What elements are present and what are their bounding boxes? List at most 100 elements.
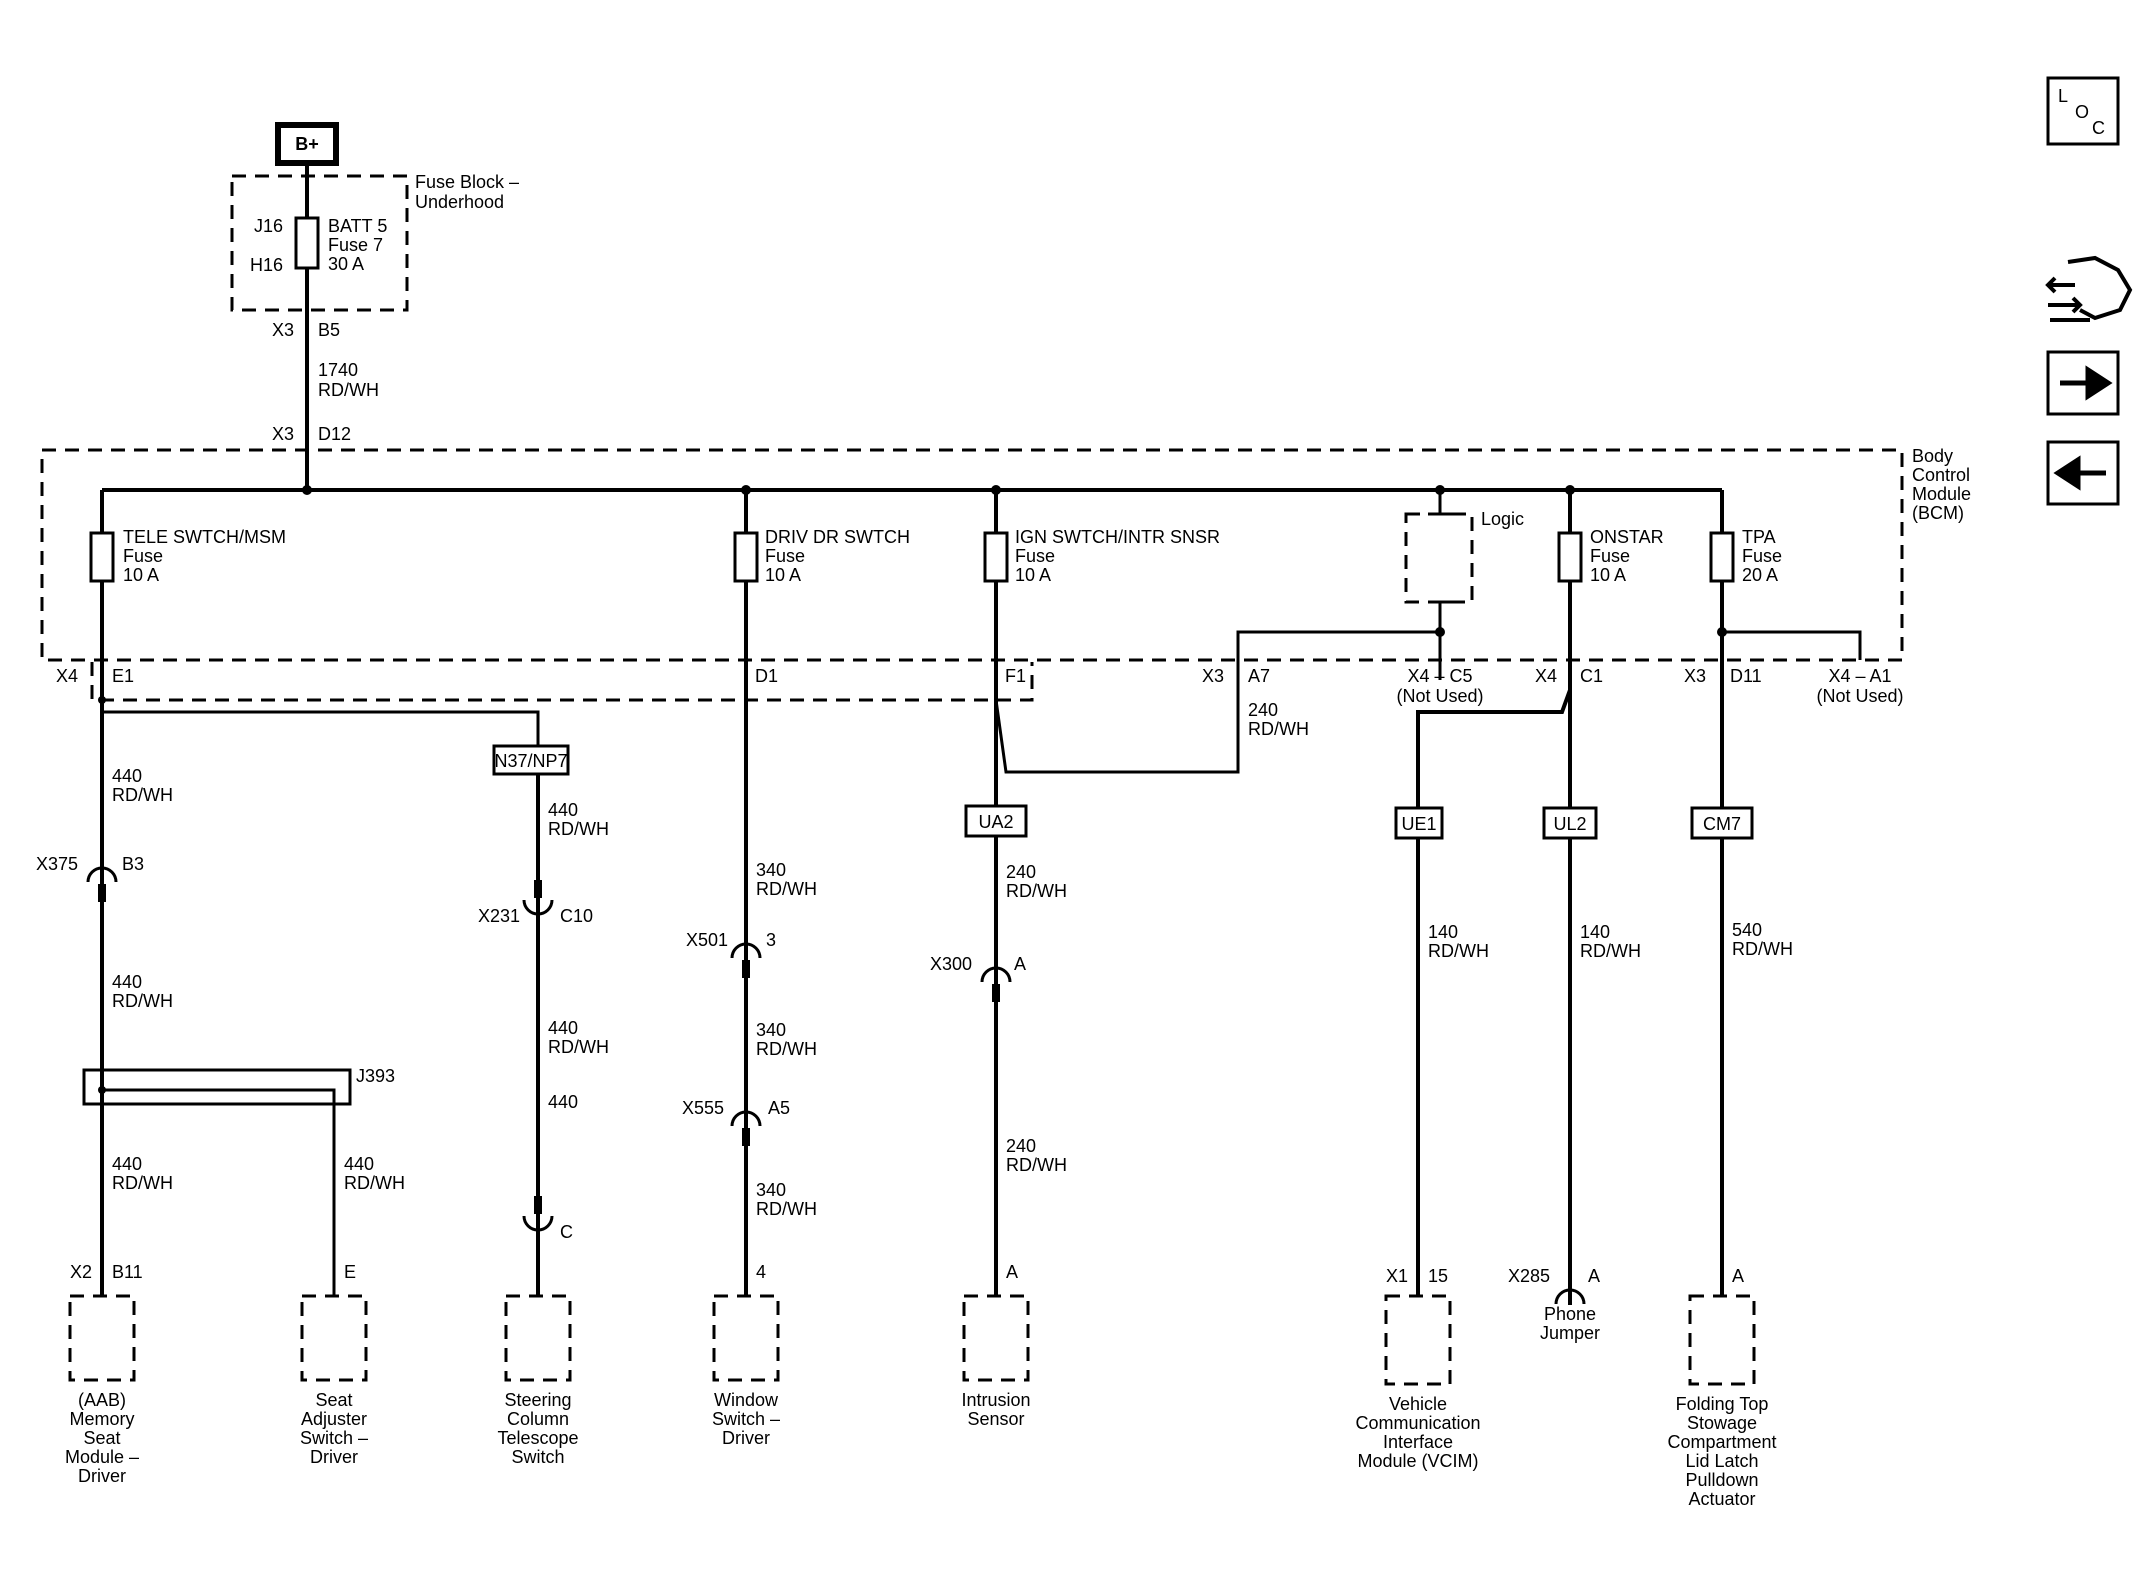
w340b-circuit: 340 [756, 1020, 786, 1040]
folding-top-line4: Lid Latch [1685, 1451, 1758, 1471]
window-switch-pin: 4 [756, 1262, 766, 1282]
pin-f1: F1 [1005, 666, 1026, 686]
window-switch-line2: Switch – [712, 1409, 780, 1429]
x300-name: X300 [930, 954, 972, 974]
phone-jumper-connector [1554, 1288, 1586, 1305]
phone-jumper-pin: A [1588, 1266, 1600, 1286]
bcm-in-pin: D12 [318, 424, 351, 444]
fuse-type: Fuse [1015, 546, 1055, 566]
seat-adjuster-line3: Switch – [300, 1428, 368, 1448]
vcim-pin: 15 [1428, 1266, 1448, 1286]
fuse-name: IGN SWTCH/INTR SNSR [1015, 527, 1220, 547]
w440b-color: RD/WH [548, 819, 609, 839]
x375-pin [98, 884, 106, 902]
vcim-wire [1416, 689, 1572, 1296]
w340a-circuit: 340 [756, 860, 786, 880]
window-switch-line3: Driver [722, 1428, 770, 1448]
telescope-feed-wire [102, 710, 540, 746]
x231-pin [534, 880, 542, 898]
loc-button[interactable]: L O C [2046, 76, 2120, 146]
fuse-pin-j16: J16 [254, 216, 283, 236]
x555-name: X555 [682, 1098, 724, 1118]
option-ue1-label: UE1 [1401, 814, 1436, 834]
fuse-name: TELE SWTCH/MSM [123, 527, 286, 547]
fuse-rating: 10 A [1590, 565, 1626, 585]
window-switch [712, 1294, 780, 1382]
fuse-label-onstar: ONSTAR Fuse 10 A [1590, 527, 1664, 585]
folding-top-line6: Actuator [1688, 1489, 1755, 1509]
w240a-color: RD/WH [1248, 719, 1309, 739]
seat-adjuster-line1: Seat [315, 1390, 352, 1410]
batt5-fuse-name: BATT 5 [328, 216, 387, 236]
vcim-line1: Vehicle [1389, 1394, 1447, 1414]
fuse-tele-swtch [89, 531, 115, 583]
w140b-color: RD/WH [1580, 941, 1641, 961]
seat-adjuster-wire [102, 1088, 336, 1296]
memory-seat-conn: X2 [70, 1262, 92, 1282]
w540-color: RD/WH [1732, 939, 1793, 959]
bus-node [302, 485, 312, 495]
folding-top-line2: Stowage [1687, 1413, 1757, 1433]
fuse-block-title-1: Fuse Block – [415, 172, 519, 192]
bcm-outline [40, 448, 1904, 662]
folding-top-pin: A [1732, 1266, 1744, 1286]
fuse-driv-dr-swtch [733, 531, 759, 583]
batt5-fuse-rating: 30 A [328, 254, 364, 274]
c-connector [522, 1215, 554, 1232]
j393-name: J393 [356, 1066, 395, 1086]
seat-adjuster-pin: E [344, 1262, 356, 1282]
j393-splice-pack [82, 1068, 352, 1106]
splice-node [98, 696, 106, 704]
pin-x4-a1: X4 – A1 [1828, 666, 1891, 686]
fuse-rating: 10 A [1015, 565, 1051, 585]
pin-c1: C1 [1580, 666, 1603, 686]
intrusion-sensor [962, 1294, 1030, 1382]
fuse-block-conn: X3 [272, 320, 294, 340]
vcim-line4: Module (VCIM) [1357, 1451, 1478, 1471]
x555-connector [730, 1110, 762, 1127]
steering-column-line2: Column [507, 1409, 569, 1429]
fuse-name: DRIV DR SWTCH [765, 527, 910, 547]
fuse-tpa [1709, 531, 1735, 583]
steering-column-line1: Steering [504, 1390, 571, 1410]
pin-c5-note: (Not Used) [1396, 686, 1483, 706]
left-arrow-icon [2053, 455, 2106, 491]
fuse-name: TPA [1742, 527, 1776, 547]
loc-c: C [2092, 118, 2105, 138]
w440e-color: RD/WH [112, 1173, 173, 1193]
next-page-button[interactable] [2046, 350, 2120, 416]
fuse-rating: 10 A [765, 565, 801, 585]
x501-pin [742, 960, 750, 978]
w440a-circuit: 440 [112, 766, 142, 786]
option-ua2 [964, 804, 1028, 838]
x501-pin-label: 3 [766, 930, 776, 950]
w240c-color: RD/WH [1006, 1155, 1067, 1175]
feed-wire-circuit: 1740 [318, 360, 358, 380]
fuse-block-pin: B5 [318, 320, 340, 340]
c-pin-label: C [560, 1222, 573, 1242]
x375-pin-label: B3 [122, 854, 144, 874]
bcm-title-4: (BCM) [1912, 503, 1964, 523]
fuse-onstar [1557, 531, 1583, 583]
option-cm7-label: CM7 [1703, 814, 1741, 834]
pin-x4-c5: X4 – C5 [1407, 666, 1472, 686]
seat-adjuster-line4: Driver [310, 1447, 358, 1467]
fuse-type: Fuse [765, 546, 805, 566]
option-cm7 [1690, 806, 1754, 840]
vcim-line3: Interface [1383, 1432, 1453, 1452]
memory-seat-line1: (AAB) [78, 1390, 126, 1410]
a7-loop-wire [994, 630, 1440, 774]
intrusion-line1: Intrusion [961, 1390, 1030, 1410]
steering-column-line4: Switch [511, 1447, 564, 1467]
option-n37-label: N37/NP7 [494, 751, 567, 771]
fuse-block-title-2: Underhood [415, 192, 504, 212]
right-arrow-icon [2060, 365, 2113, 401]
option-ul2-label: UL2 [1553, 814, 1586, 834]
x501-connector [730, 942, 762, 959]
double-arrow-hand-icon[interactable] [2045, 255, 2133, 322]
pin-x3-d11-conn: X3 [1684, 666, 1706, 686]
bcm-title-3: Module [1912, 484, 1971, 504]
prev-page-button[interactable] [2046, 440, 2120, 506]
w540-circuit: 540 [1732, 920, 1762, 940]
w340b-color: RD/WH [756, 1039, 817, 1059]
